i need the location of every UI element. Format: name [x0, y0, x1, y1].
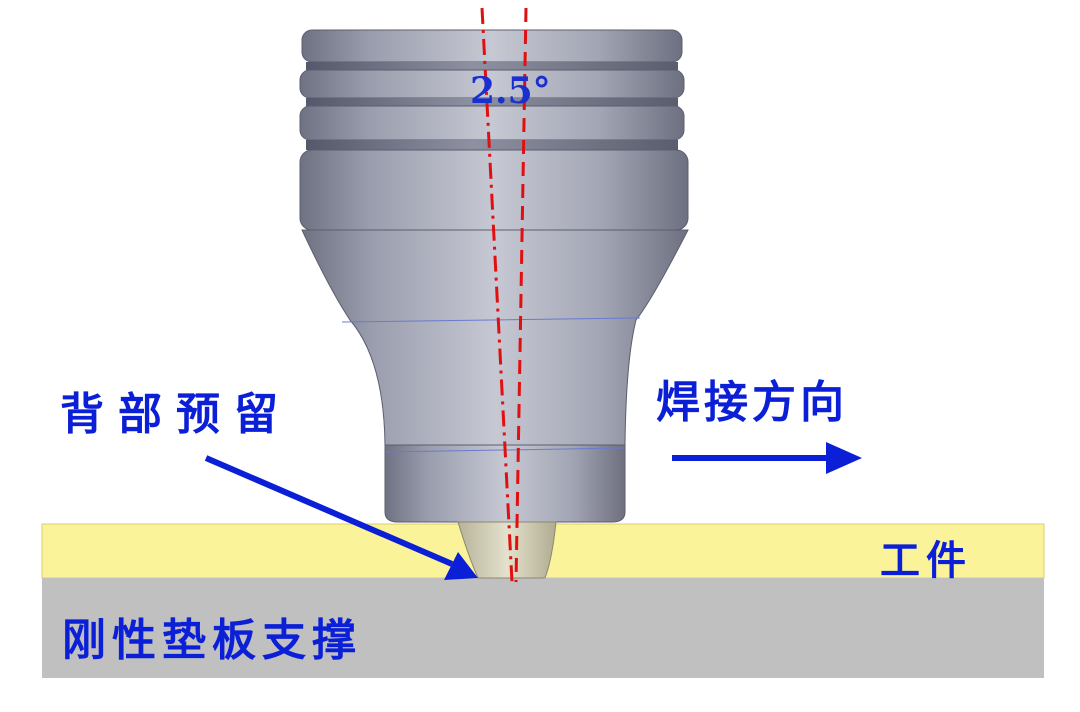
tilted-axis-line	[480, 7, 514, 583]
arrow-right-icon	[672, 442, 862, 474]
tilt-angle-label: 2.5°	[470, 70, 551, 112]
pointer-arrow-icon	[204, 455, 478, 580]
weld-direction-label: 焊接方向	[656, 377, 848, 428]
rigid-backing-plate	[42, 578, 1044, 678]
rigid-backing-label: 刚性垫板支撑	[62, 615, 362, 666]
workpiece-label: 工件	[880, 538, 972, 584]
back-reserve-label: 背部预留	[60, 389, 292, 440]
tool-body	[299, 29, 689, 523]
vertical-axis-line	[514, 7, 528, 583]
tool-pin	[457, 521, 557, 579]
